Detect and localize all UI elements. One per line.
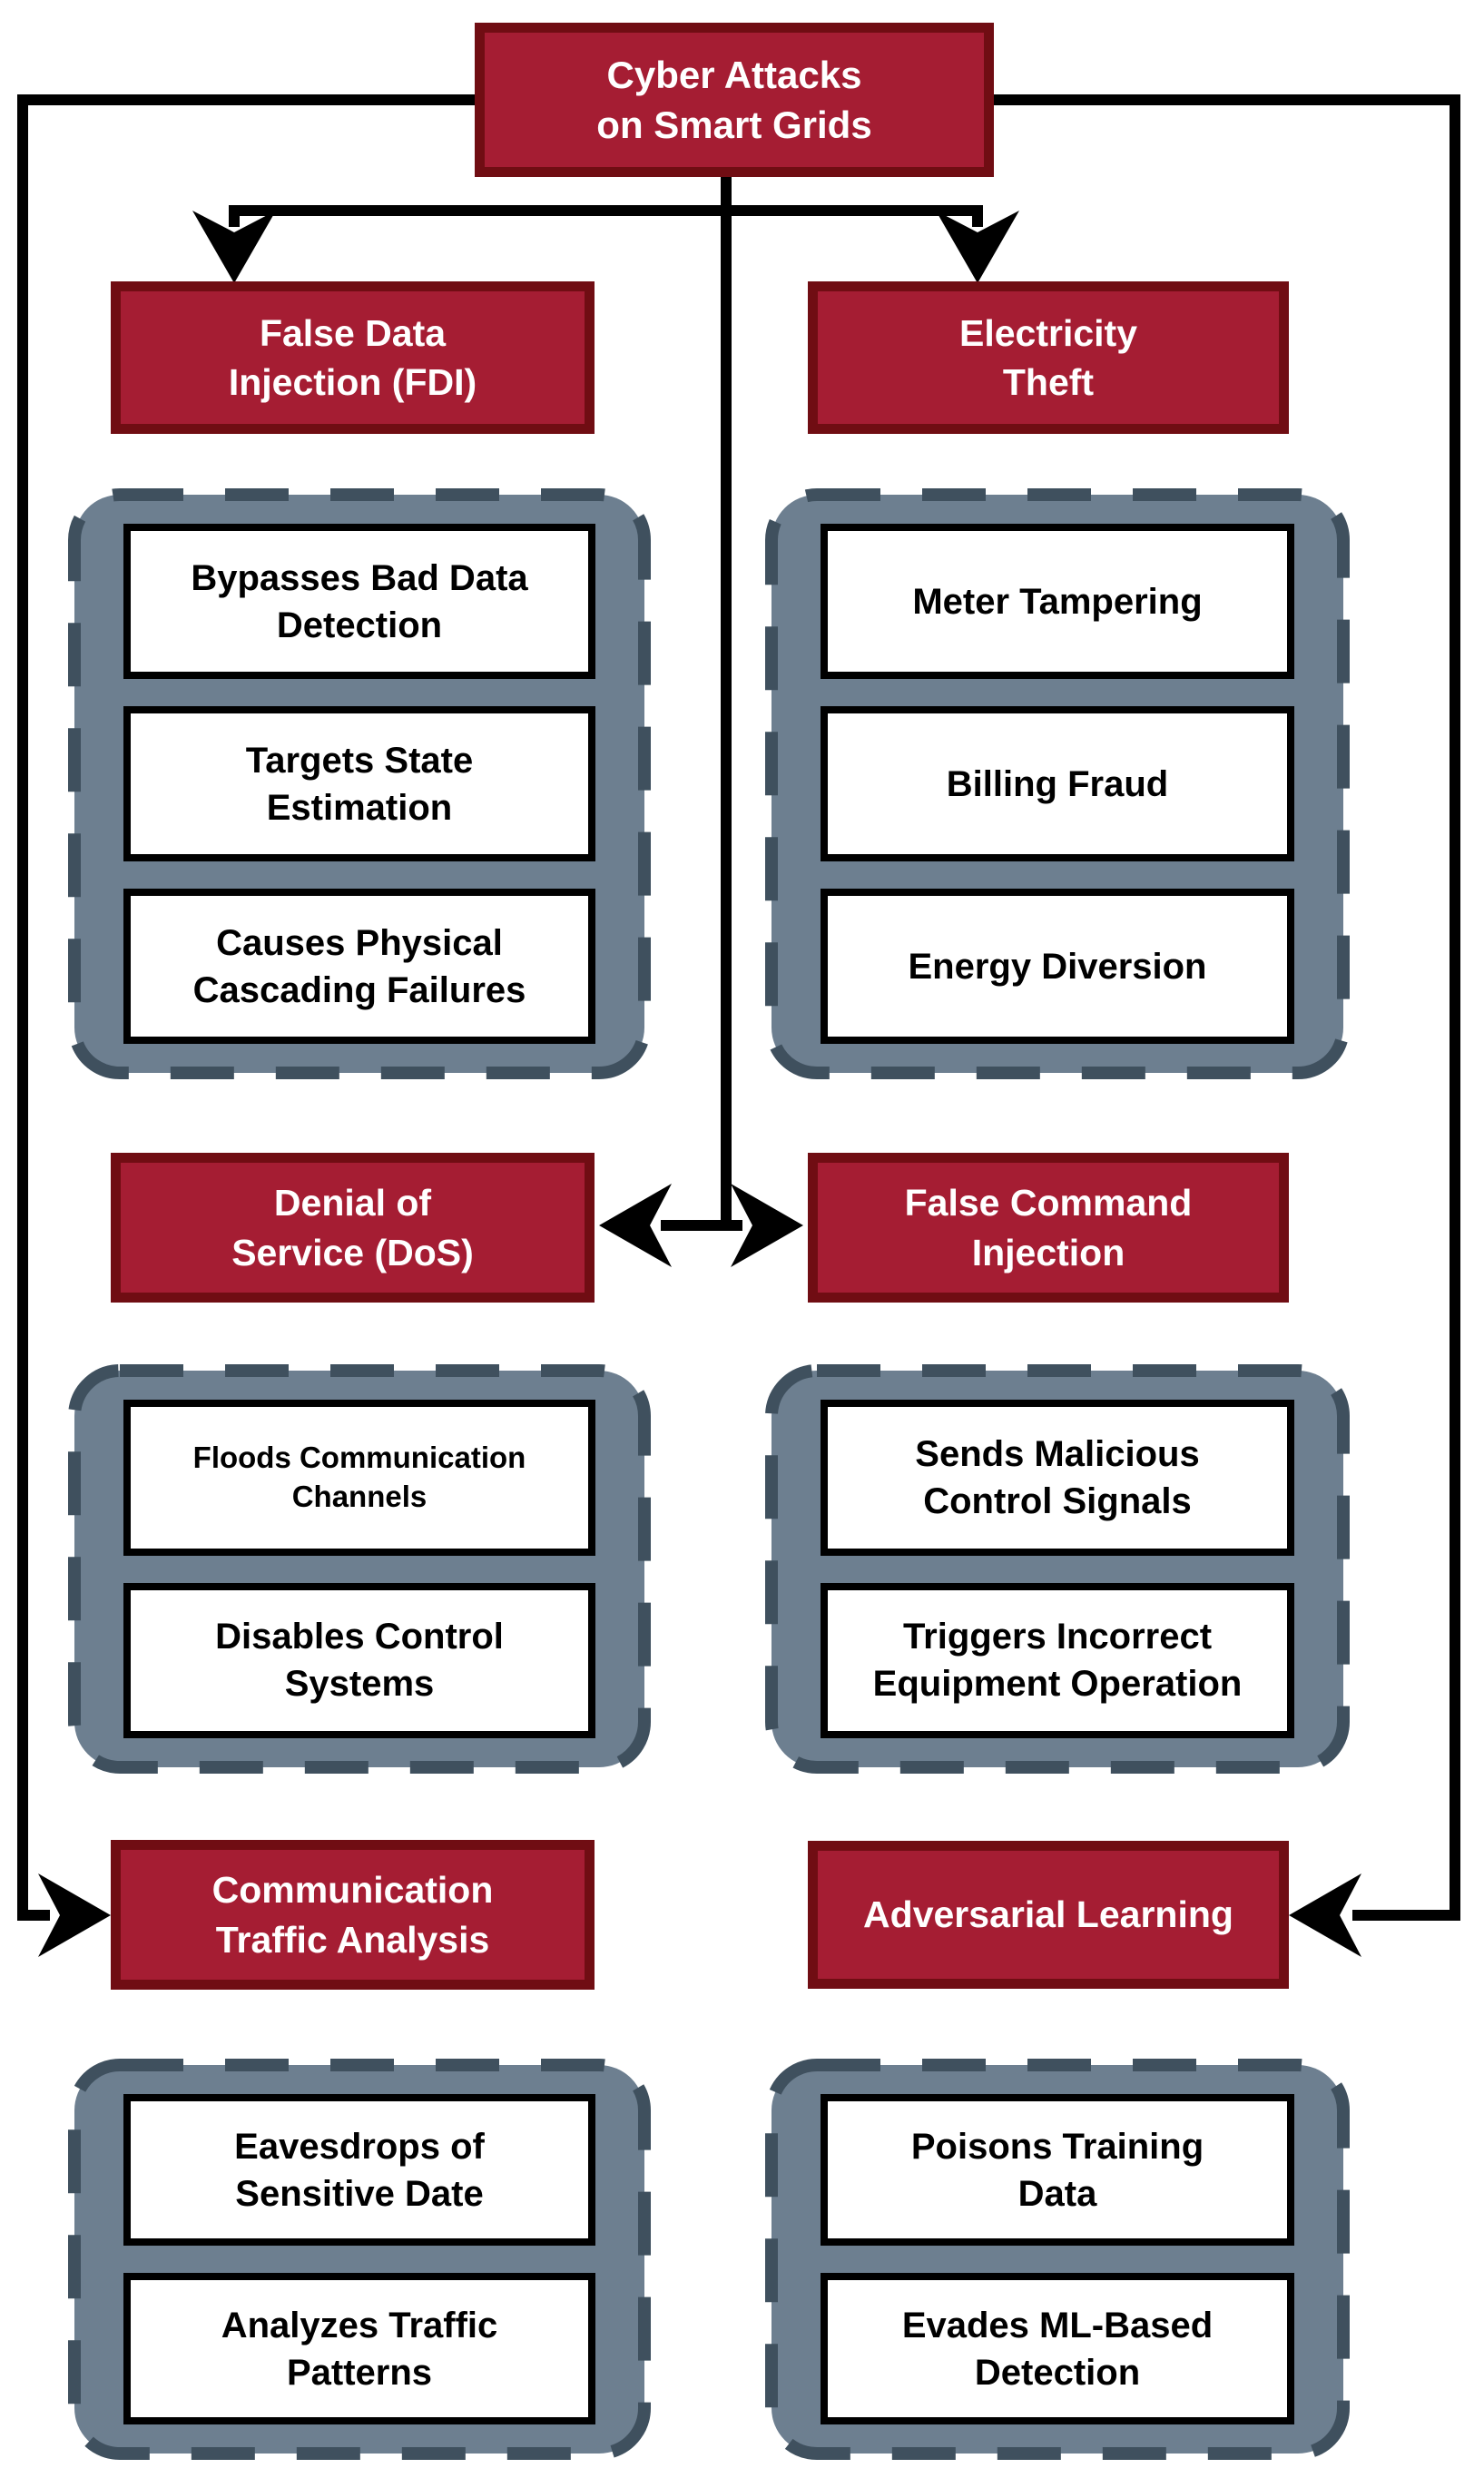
dos-items: Floods Communication Channels Disables C…: [74, 1371, 644, 1767]
dos-item-label: Disables Control Systems: [215, 1617, 504, 1705]
category-node-adversarial: Adversarial Learning: [808, 1841, 1289, 1989]
fdi-label: False Data Injection (FDI): [228, 311, 477, 403]
electricity-theft-item-box: Billing Fraud: [821, 706, 1294, 861]
traffic-analysis-arrowhead-icon: [38, 1873, 111, 1957]
dos-item-box: Disables Control Systems: [123, 1582, 595, 1738]
electricity-theft-item-label: Meter Tampering: [912, 581, 1203, 622]
traffic-analysis-label: Communication Traffic Analysis: [211, 1869, 494, 1961]
fdi-items: Bypasses Bad Data Detection Targets Stat…: [74, 495, 644, 1073]
adversarial-items: Poisons Training Data Evades ML-Based De…: [771, 2065, 1343, 2454]
adversarial-label: Adversarial Learning: [863, 1893, 1233, 1936]
fdi-item-label: Targets State Estimation: [245, 740, 474, 828]
electricity-theft-items: Meter Tampering Billing Fraud Energy Div…: [771, 495, 1343, 1073]
electricity-theft-item-label: Energy Diversion: [908, 946, 1207, 987]
double-arrow-right-arrowhead-icon: [731, 1184, 803, 1267]
fdi-arrowhead-icon: [192, 211, 276, 283]
adversarial-item-box: Evades ML-Based Detection: [821, 2273, 1294, 2424]
theft-arrowhead-icon: [936, 211, 1019, 283]
traffic-analysis-item-box: Eavesdrops of Sensitive Date: [123, 2094, 595, 2246]
traffic-analysis-item-box: Analyzes Traffic Patterns: [123, 2273, 595, 2424]
fdi-item-box: Targets State Estimation: [123, 706, 595, 861]
adversarial-arrowhead-icon: [1289, 1873, 1361, 1957]
false-command-item-label: Sends Malicious Control Signals: [915, 1433, 1200, 1521]
fdi-item-label: Causes Physical Cascading Failures: [192, 922, 526, 1010]
fdi-item-box: Causes Physical Cascading Failures: [123, 889, 595, 1044]
false-command-item-box: Sends Malicious Control Signals: [821, 1400, 1294, 1556]
category-node-dos: Denial of Service (DoS): [111, 1153, 595, 1303]
traffic-analysis-item-label: Analyzes Traffic Patterns: [221, 2305, 498, 2393]
electricity-theft-item-label: Billing Fraud: [946, 763, 1169, 804]
category-node-traffic-analysis: Communication Traffic Analysis: [111, 1840, 595, 1990]
dos-item-box: Floods Communication Channels: [123, 1400, 595, 1556]
category-node-false-command: False Command Injection: [808, 1153, 1289, 1303]
electricity-theft-item-box: Energy Diversion: [821, 889, 1294, 1044]
adversarial-item-label: Poisons Training Data: [910, 2126, 1204, 2214]
traffic-analysis-item-label: Eavesdrops of Sensitive Date: [234, 2126, 485, 2214]
double-arrow-left-arrowhead-icon: [599, 1184, 672, 1267]
false-command-label: False Command Injection: [904, 1182, 1193, 1274]
dos-item-label: Floods Communication Channels: [192, 1440, 526, 1513]
electricity-theft-item-box: Meter Tampering: [821, 524, 1294, 679]
traffic-analysis-items: Eavesdrops of Sensitive Date Analyzes Tr…: [74, 2065, 644, 2454]
dos-label: Denial of Service (DoS): [231, 1182, 474, 1274]
adversarial-item-box: Poisons Training Data: [821, 2094, 1294, 2246]
false-command-item-label: Triggers Incorrect Equipment Operation: [872, 1617, 1243, 1705]
adversarial-item-label: Evades ML-Based Detection: [901, 2305, 1214, 2393]
left-rail-line: [17, 94, 50, 1921]
category-node-electricity-theft: Electricity Theft: [808, 281, 1289, 434]
fdi-item-label: Bypasses Bad Data Detection: [191, 557, 528, 645]
root-node-label: Cyber Attacks on Smart Grids: [596, 53, 872, 146]
root-node-cyber-attacks: Cyber Attacks on Smart Grids: [475, 23, 994, 177]
fdi-item-box: Bypasses Bad Data Detection: [123, 524, 595, 679]
category-node-fdi: False Data Injection (FDI): [111, 281, 595, 434]
false-command-item-box: Triggers Incorrect Equipment Operation: [821, 1582, 1294, 1738]
electricity-theft-label: Electricity Theft: [959, 311, 1137, 403]
false-command-items: Sends Malicious Control Signals Triggers…: [771, 1371, 1343, 1767]
right-rail-line: [1352, 94, 1460, 1921]
